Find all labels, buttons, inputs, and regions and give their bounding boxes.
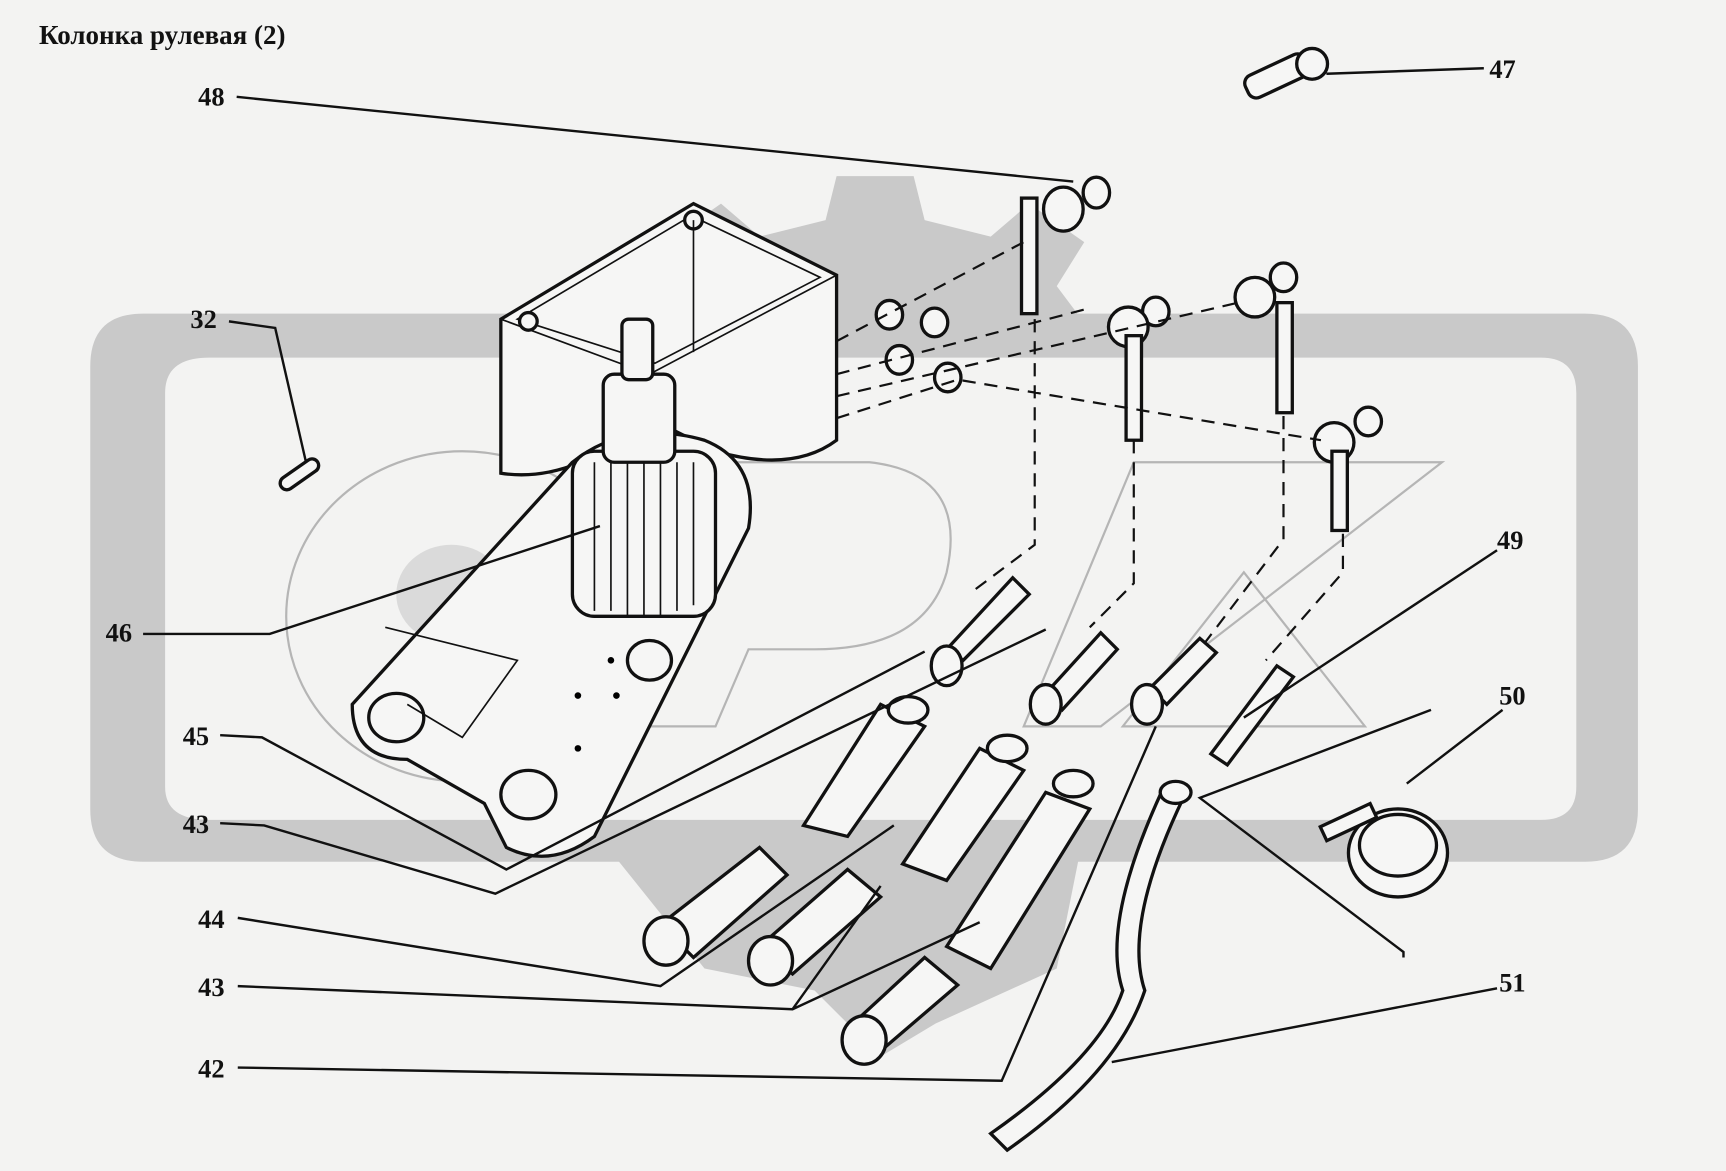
- callout-43: 43: [183, 809, 209, 839]
- callout-50: 50: [1499, 680, 1525, 710]
- callout-42: 42: [198, 1053, 224, 1083]
- bolt-part-47: [1243, 46, 1330, 100]
- callout-48: 48: [198, 82, 224, 112]
- callout-49: 49: [1497, 525, 1523, 555]
- diagram-title: Колонка рулевая (2): [39, 20, 286, 50]
- callout-46: 46: [106, 618, 132, 648]
- leader-lines: [143, 67, 1504, 1082]
- callout-51: 51: [1499, 968, 1525, 998]
- callout-43: 43: [198, 972, 224, 1002]
- pin-part-32: [278, 457, 321, 492]
- hoses: [642, 575, 1296, 1153]
- callout-47: 47: [1489, 54, 1515, 84]
- callout-32: 32: [190, 304, 216, 334]
- callout-45: 45: [183, 721, 209, 751]
- banjo-fittings: [836, 175, 1384, 662]
- callout-44: 44: [198, 904, 224, 934]
- clamp-part-50: [1318, 801, 1450, 899]
- steering-valve: [570, 317, 718, 618]
